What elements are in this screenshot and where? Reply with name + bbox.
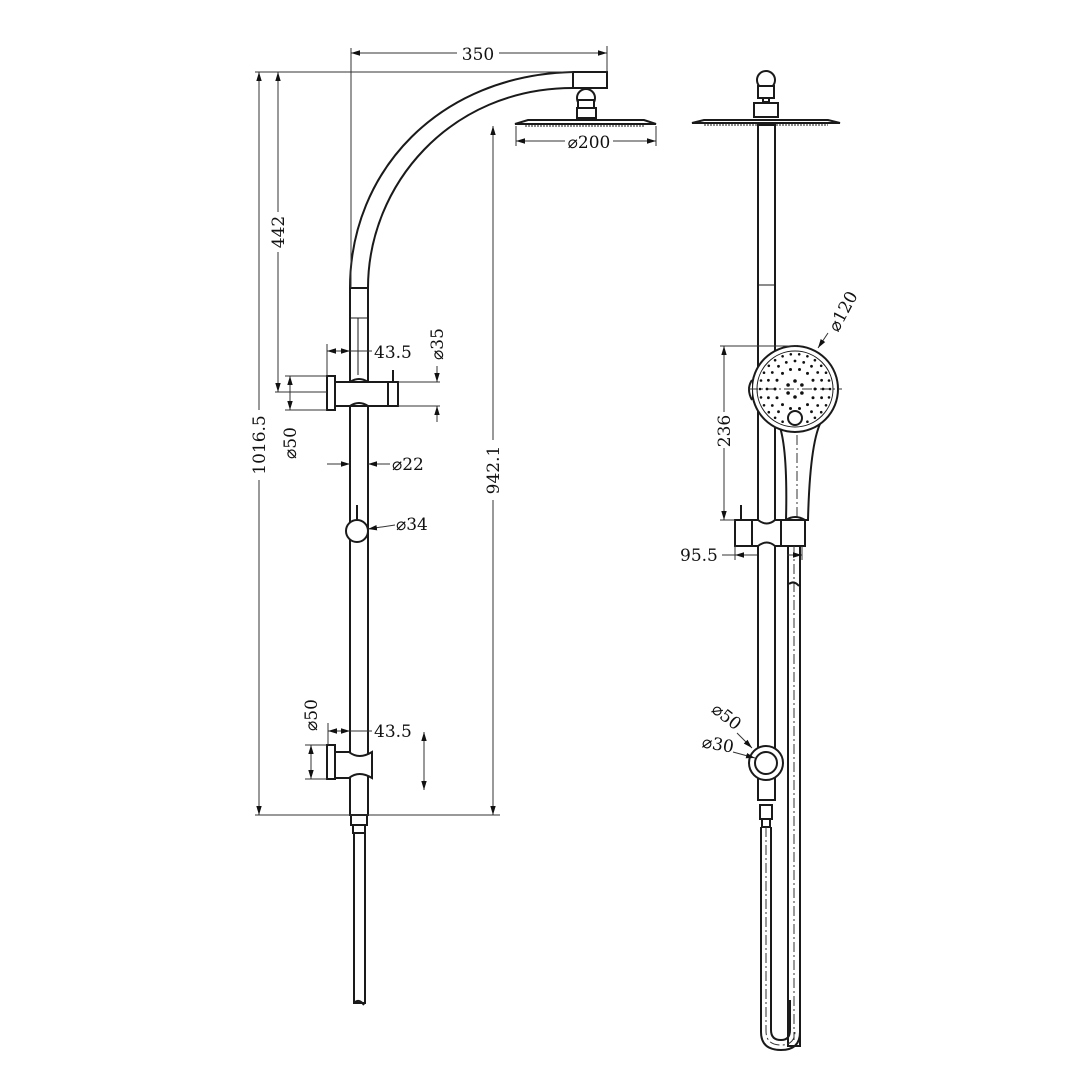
dim-holder-height-top: ⌀35 <box>428 328 448 360</box>
dim-slider-offset: 95.5 <box>680 546 718 566</box>
dim-arm-height: 442 <box>269 216 289 248</box>
dim-hand-shower-diameter: ⌀120 <box>825 288 863 335</box>
top-wall-plate <box>326 375 336 411</box>
side-view <box>326 71 657 1006</box>
dim-holder-offset-bottom: 43.5 <box>374 722 412 742</box>
supply-hose <box>353 832 366 1004</box>
outlet-elbow-inner <box>754 751 778 775</box>
arm-connector <box>572 71 608 89</box>
dim-arm-reach: 350 <box>462 45 494 65</box>
dim-hand-shower-height: 236 <box>715 415 735 447</box>
hose-loop <box>760 827 801 1052</box>
slider-holder <box>734 519 753 547</box>
dim-outlet-outer: ⌀50 <box>707 699 744 734</box>
vertical-rail <box>349 287 369 816</box>
bottom-wall-plate <box>326 744 336 780</box>
overhead-shower-head <box>514 119 657 125</box>
dim-outlet-inner: ⌀30 <box>700 732 735 757</box>
dim-rail-diameter: ⌀22 <box>392 455 424 475</box>
dim-diverter-diameter: ⌀34 <box>396 515 428 535</box>
overhead-shower-head-front <box>691 119 841 124</box>
front-view <box>691 70 842 1052</box>
dim-wall-plate-top: ⌀50 <box>281 427 301 459</box>
inlet-fitting <box>350 814 368 826</box>
bottom-bracket <box>334 750 373 780</box>
gooseneck-arm <box>349 71 607 289</box>
dim-wall-plate-bottom: ⌀50 <box>302 699 322 731</box>
spray-nozzles-icon <box>758 353 832 424</box>
vertical-rail-front <box>757 124 776 801</box>
dim-head-height: 942.1 <box>484 446 504 495</box>
spray-mode-button-icon <box>787 410 803 426</box>
side-dimensions: 350 ⌀200 1016.5 442 942.1 43.5 ⌀35 <box>249 44 657 816</box>
diverter-knob-icon <box>345 519 369 543</box>
hand-shower-handle <box>775 419 824 521</box>
dim-head-diameter: ⌀200 <box>568 133 611 153</box>
dim-holder-offset-top: 43.5 <box>374 343 412 363</box>
dim-total-height: 1016.5 <box>250 415 270 474</box>
